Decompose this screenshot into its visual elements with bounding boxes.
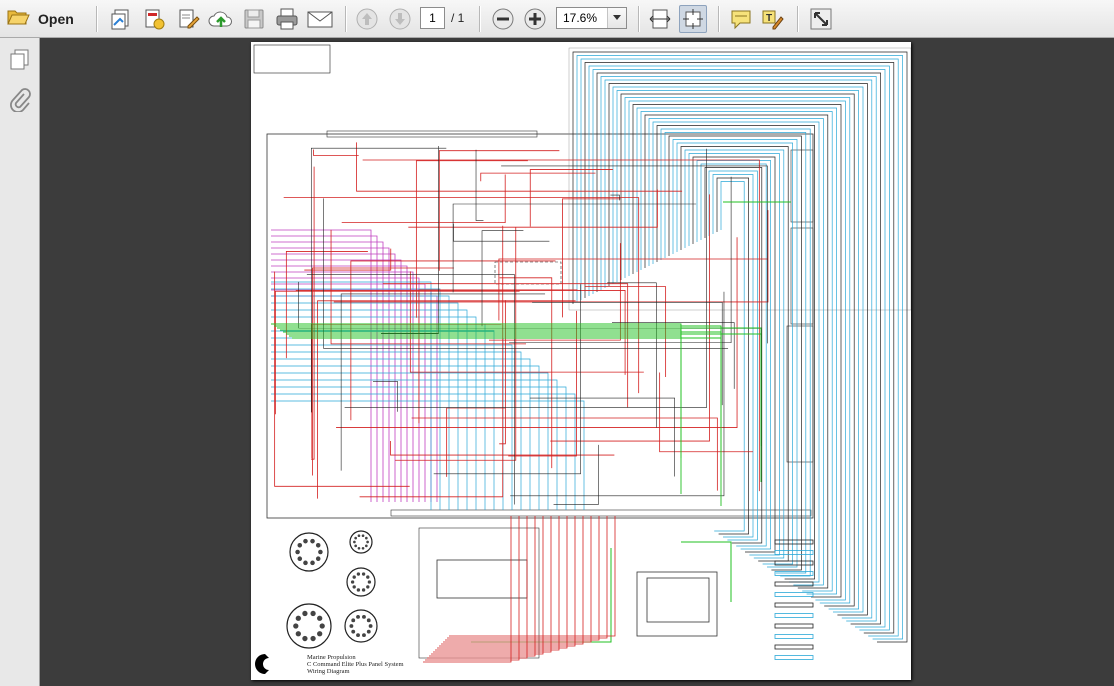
upload-button[interactable] <box>207 5 235 33</box>
comment-button[interactable] <box>727 5 755 33</box>
fit-width-button[interactable] <box>646 5 674 33</box>
save-button[interactable] <box>240 5 268 33</box>
open-label: Open <box>38 11 74 27</box>
zoom-in-button[interactable] <box>521 5 549 33</box>
plus-circle-icon <box>523 7 547 31</box>
title-line-1: Marine Propulsion <box>307 654 356 661</box>
save-disk-icon <box>243 8 265 30</box>
open-button[interactable]: Open <box>6 5 84 33</box>
pdf-page: Marine Propulsion C Command Elite Plus P… <box>251 42 911 680</box>
create-pdf-button[interactable] <box>107 5 135 33</box>
navigation-pane <box>0 38 40 686</box>
title-block: Marine Propulsion C Command Elite Plus P… <box>275 654 415 680</box>
fit-page-button[interactable] <box>679 5 707 33</box>
export-pdf-icon <box>142 7 166 31</box>
wiring-diagram <box>253 44 911 674</box>
next-page-button[interactable] <box>386 5 414 33</box>
highlight-button[interactable]: T <box>759 5 787 33</box>
chevron-down-icon[interactable] <box>607 8 626 28</box>
create-pdf-icon <box>109 7 133 31</box>
export-pdf-button[interactable] <box>140 5 168 33</box>
email-button[interactable] <box>306 5 334 33</box>
fit-page-icon <box>682 8 704 30</box>
fit-width-icon <box>648 7 672 31</box>
envelope-icon <box>307 9 333 29</box>
main-toolbar: Open <box>0 0 1114 38</box>
zoom-out-button[interactable] <box>489 5 517 33</box>
zoom-select[interactable]: 17.6% <box>556 7 627 29</box>
folder-open-icon <box>6 7 30 32</box>
zoom-value: 17.6% <box>563 11 598 25</box>
comment-bubble-icon <box>729 8 753 30</box>
arrow-down-icon <box>388 7 412 31</box>
printer-icon <box>275 7 299 31</box>
title-line-2: C Command Elite Plus Panel System <box>307 661 404 668</box>
pages-panel-button[interactable] <box>8 48 32 77</box>
pages-panel-icon <box>8 49 32 76</box>
previous-page-button[interactable] <box>353 5 381 33</box>
print-button[interactable] <box>273 5 301 33</box>
expand-icon <box>809 7 833 31</box>
attachments-panel-button[interactable] <box>9 88 31 117</box>
title-line-3: Wiring Diagram <box>307 668 350 675</box>
company-logo <box>255 654 269 674</box>
page-total-label: / 1 <box>451 11 465 25</box>
upload-cloud-icon <box>208 7 234 31</box>
edit-document-icon <box>176 7 200 31</box>
paperclip-icon <box>9 88 31 116</box>
page-number-input[interactable] <box>420 7 445 29</box>
fullscreen-button[interactable] <box>807 5 835 33</box>
arrow-up-icon <box>355 7 379 31</box>
minus-circle-icon <box>491 7 515 31</box>
edit-document-button[interactable] <box>174 5 202 33</box>
highlight-text-icon: T <box>761 7 785 31</box>
svg-text:T: T <box>766 13 772 24</box>
